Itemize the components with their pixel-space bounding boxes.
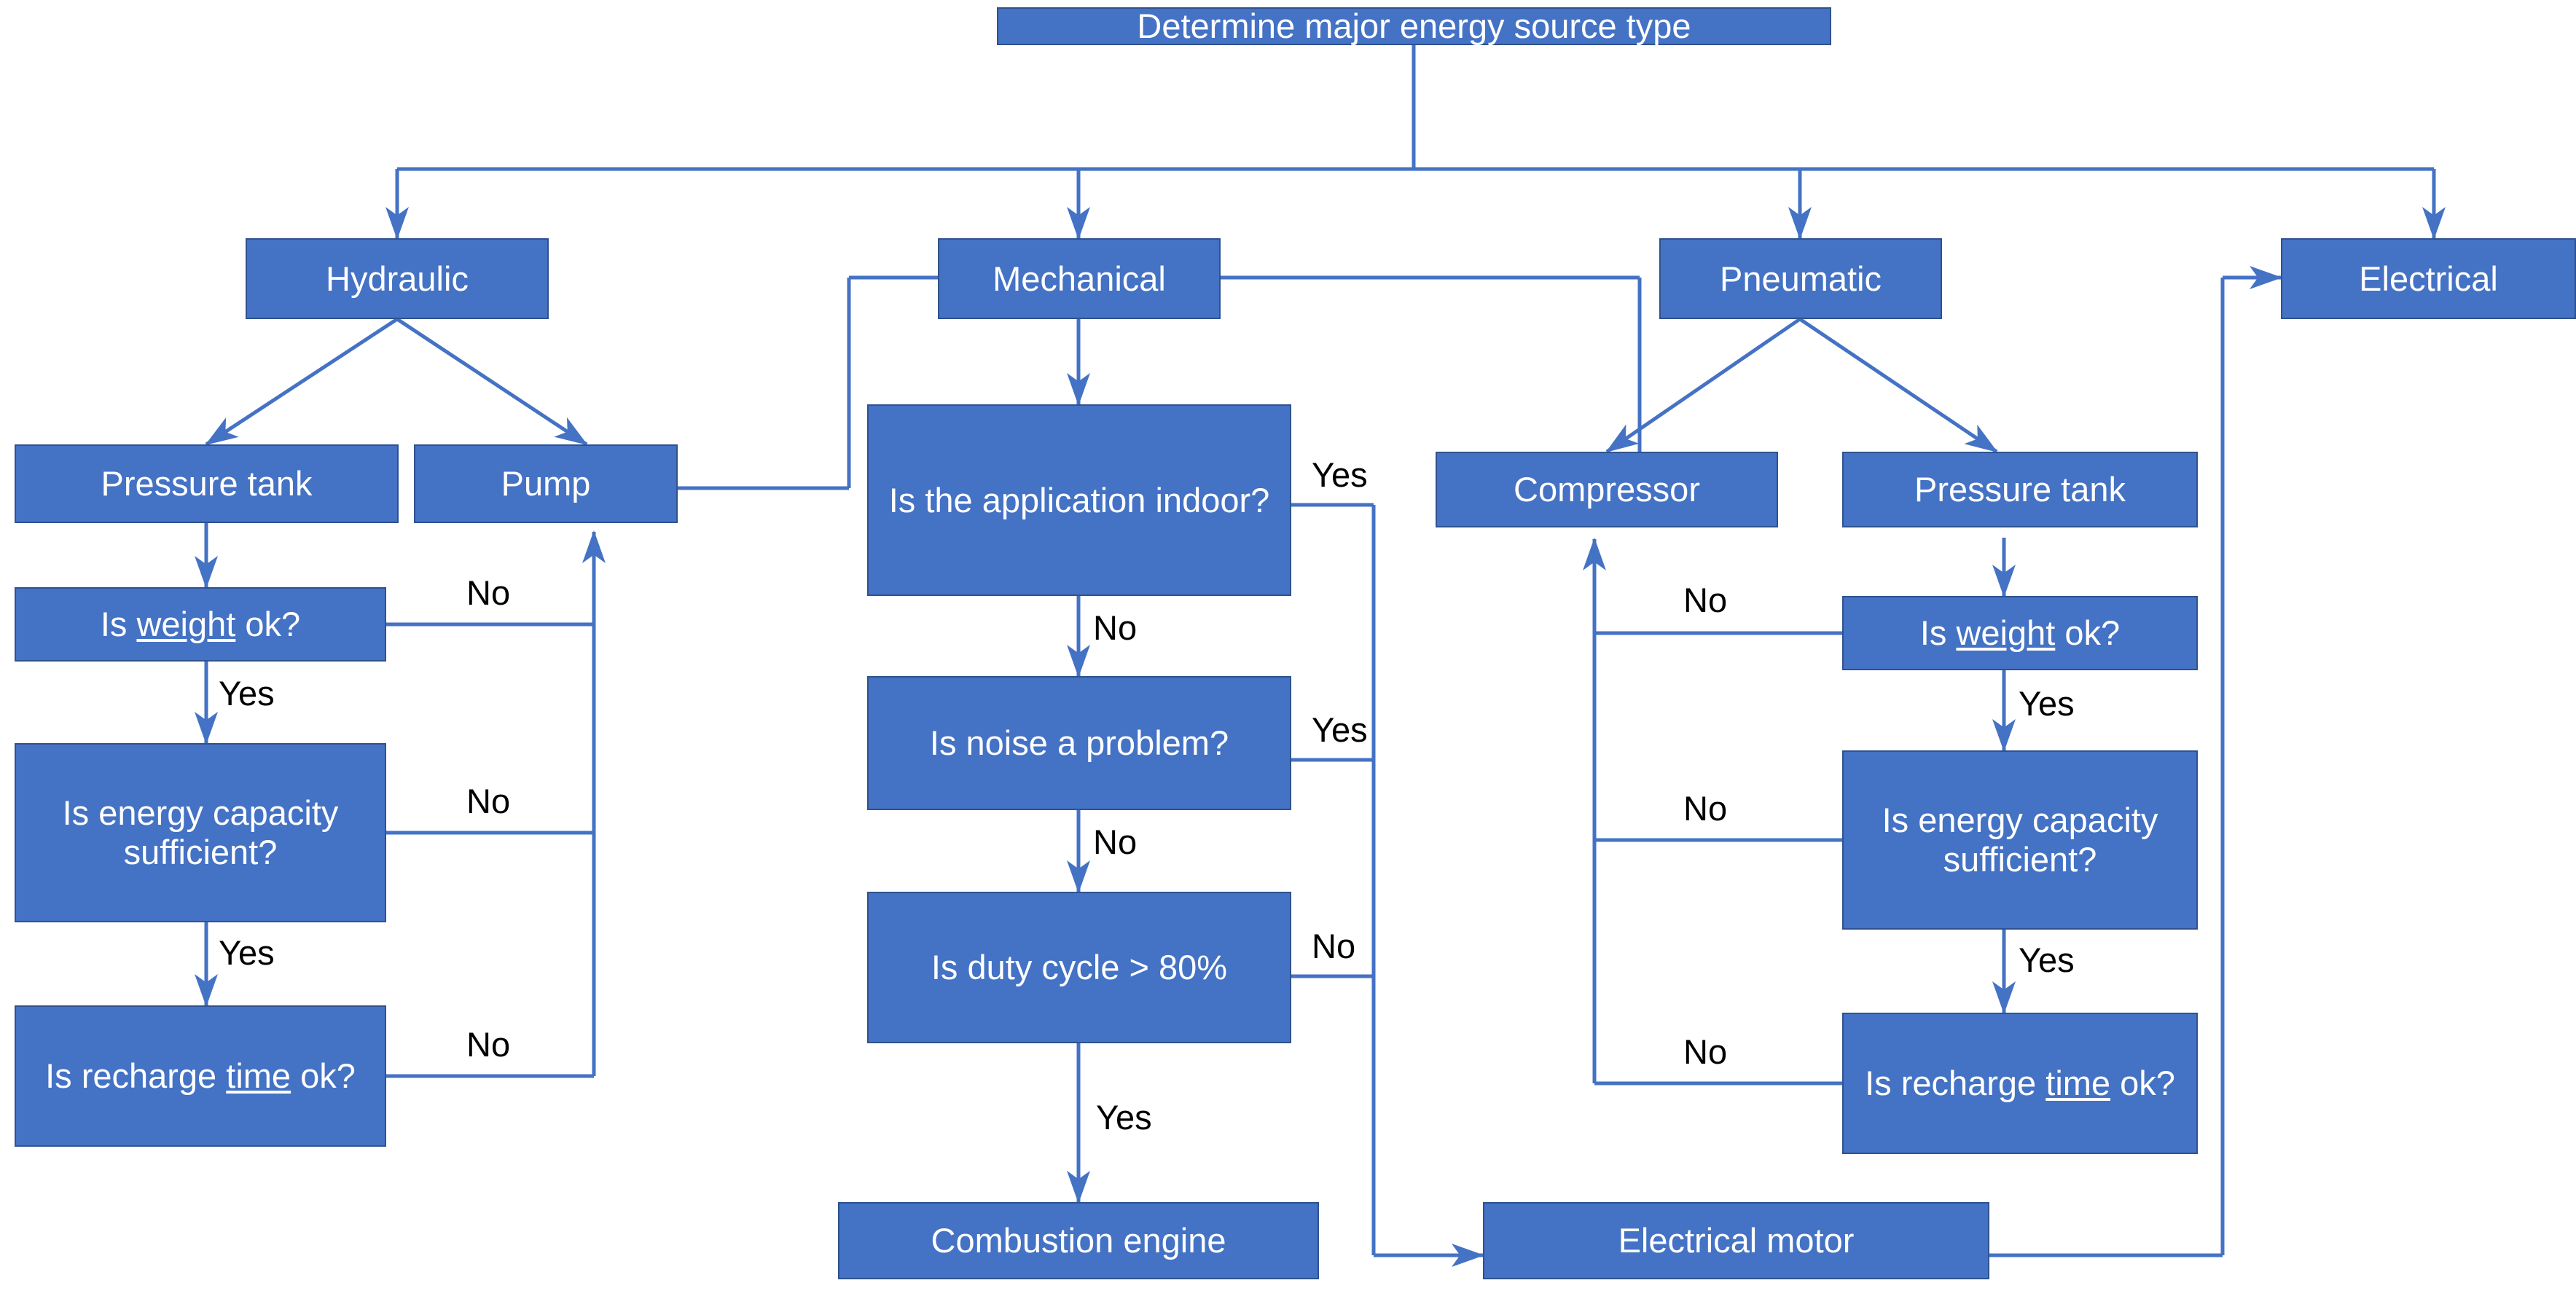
edge-pneumatic-pressure-tank [1798,317,1998,454]
node-hydraulic-label: Hydraulic [326,259,469,298]
edge-label-mechanical-duty-yes: Yes [1096,1098,1152,1137]
node-pneumatic-compressor-label: Compressor [1514,470,1700,509]
node-mechanical-noise-check[interactable]: Is noise a problem? [867,676,1291,810]
edge-hydraulic-pressure-tank [205,317,399,447]
node-pneumatic-pressure-tank-label: Pressure tank [1914,470,2126,509]
edge-label-hydraulic-capacity-no: No [466,782,511,820]
node-electrical-motor[interactable]: Electrical motor [1483,1202,1989,1279]
node-hydraulic[interactable]: Hydraulic [246,238,549,319]
node-combustion-engine[interactable]: Combustion engine [838,1202,1319,1279]
node-pneumatic-compressor[interactable]: Compressor [1436,452,1778,527]
edge-label-hydraulic-capacity-yes: Yes [219,933,275,972]
node-mechanical-duty-check-label: Is duty cycle > 80% [931,948,1228,987]
edge-label-pneumatic-capacity-no: No [1683,789,1728,828]
node-pneumatic-weight-check-label: Is weight ok? [1919,613,2121,653]
edge-label-pneumatic-weight-no: No [1683,581,1728,619]
node-pneumatic-recharge-check-label: Is recharge time ok? [1865,1064,2175,1103]
node-hydraulic-recharge-check[interactable]: Is recharge time ok? [15,1005,386,1147]
edge-label-mechanical-indoor-yes: Yes [1312,455,1368,494]
node-pneumatic-capacity-check[interactable]: Is energy capacity sufficient? [1842,750,2198,930]
node-pneumatic-capacity-check-label: Is energy capacity sufficient? [1882,801,2158,879]
node-pneumatic-label: Pneumatic [1719,259,1882,298]
node-hydraulic-pressure-tank[interactable]: Pressure tank [15,444,399,523]
node-hydraulic-pump[interactable]: Pump [414,444,678,523]
node-hydraulic-weight-check[interactable]: Is weight ok? [15,587,386,662]
node-electrical-label: Electrical [2359,259,2498,298]
edge-label-mechanical-duty-no: No [1312,927,1356,965]
edge-label-hydraulic-recharge-no: No [466,1025,511,1064]
node-mechanical-duty-check[interactable]: Is duty cycle > 80% [867,892,1291,1043]
edge-label-mechanical-noise-no: No [1093,823,1138,861]
node-pneumatic-weight-check[interactable]: Is weight ok? [1842,596,2198,670]
node-hydraulic-capacity-check[interactable]: Is energy capacity sufficient? [15,743,386,922]
node-pneumatic-recharge-check[interactable]: Is recharge time ok? [1842,1013,2198,1154]
node-mechanical-noise-check-label: Is noise a problem? [929,723,1229,763]
node-combustion-engine-label: Combustion engine [931,1221,1226,1260]
node-mechanical-label: Mechanical [993,259,1166,298]
node-hydraulic-pressure-tank-label: Pressure tank [101,464,313,503]
node-mechanical-indoor-check-label: Is the application indoor? [888,480,1270,519]
node-electrical[interactable]: Electrical [2281,238,2576,319]
edge-label-mechanical-indoor-no: No [1093,608,1138,647]
node-pneumatic[interactable]: Pneumatic [1659,238,1942,319]
node-pneumatic-pressure-tank[interactable]: Pressure tank [1842,452,2198,527]
node-root[interactable]: Determine major energy source type [997,7,1831,45]
edge-label-hydraulic-weight-no: No [466,573,511,612]
edge-pneumatic-compressor [1605,317,1801,454]
node-hydraulic-pump-label: Pump [501,464,591,503]
edge-label-pneumatic-weight-yes: Yes [2019,684,2075,723]
node-mechanical-indoor-check[interactable]: Is the application indoor? [867,404,1291,596]
node-hydraulic-capacity-check-label: Is energy capacity sufficient? [62,793,339,871]
node-hydraulic-recharge-check-label: Is recharge time ok? [45,1056,356,1096]
edge-label-pneumatic-capacity-yes: Yes [2019,941,2075,979]
node-electrical-motor-label: Electrical motor [1618,1221,1855,1260]
edge-label-mechanical-noise-yes: Yes [1312,710,1368,749]
edge-hydraulic-pump [396,317,588,447]
node-hydraulic-weight-check-label: Is weight ok? [100,605,301,644]
node-root-label: Determine major energy source type [1137,7,1691,46]
edge-label-hydraulic-weight-yes: Yes [219,674,275,713]
edge-label-pneumatic-recharge-no: No [1683,1032,1728,1071]
node-mechanical[interactable]: Mechanical [938,238,1221,319]
